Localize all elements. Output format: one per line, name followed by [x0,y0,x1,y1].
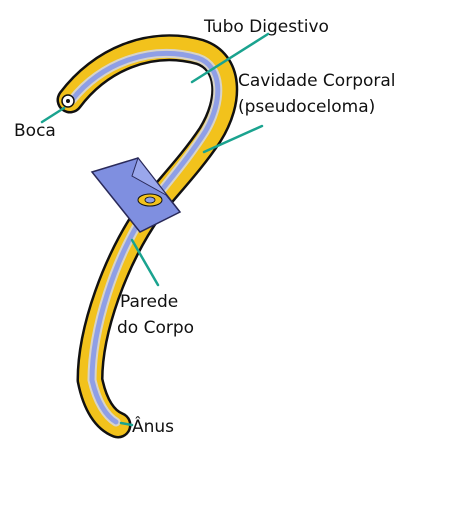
leader-cavidade-corporal [202,124,264,154]
leader-boca [40,106,66,124]
leader-tubo-digestivo [190,32,270,84]
label-pseudoceloma: (pseudoceloma) [238,97,375,117]
leader-parede-do-corpo [130,238,160,287]
label-do-corpo: do Corpo [117,318,194,338]
label-parede: Parede [120,292,178,312]
leader-anus [119,421,134,427]
cross-section-block [90,156,182,233]
label-anus: Ânus [132,415,174,437]
digestive-tube [69,51,221,425]
label-boca: Boca [14,121,56,141]
mouth-opening [66,99,70,103]
label-tubo-digestivo: Tubo Digestivo [203,17,329,37]
label-cavidade-corporal: Cavidade Corporal [238,71,396,91]
